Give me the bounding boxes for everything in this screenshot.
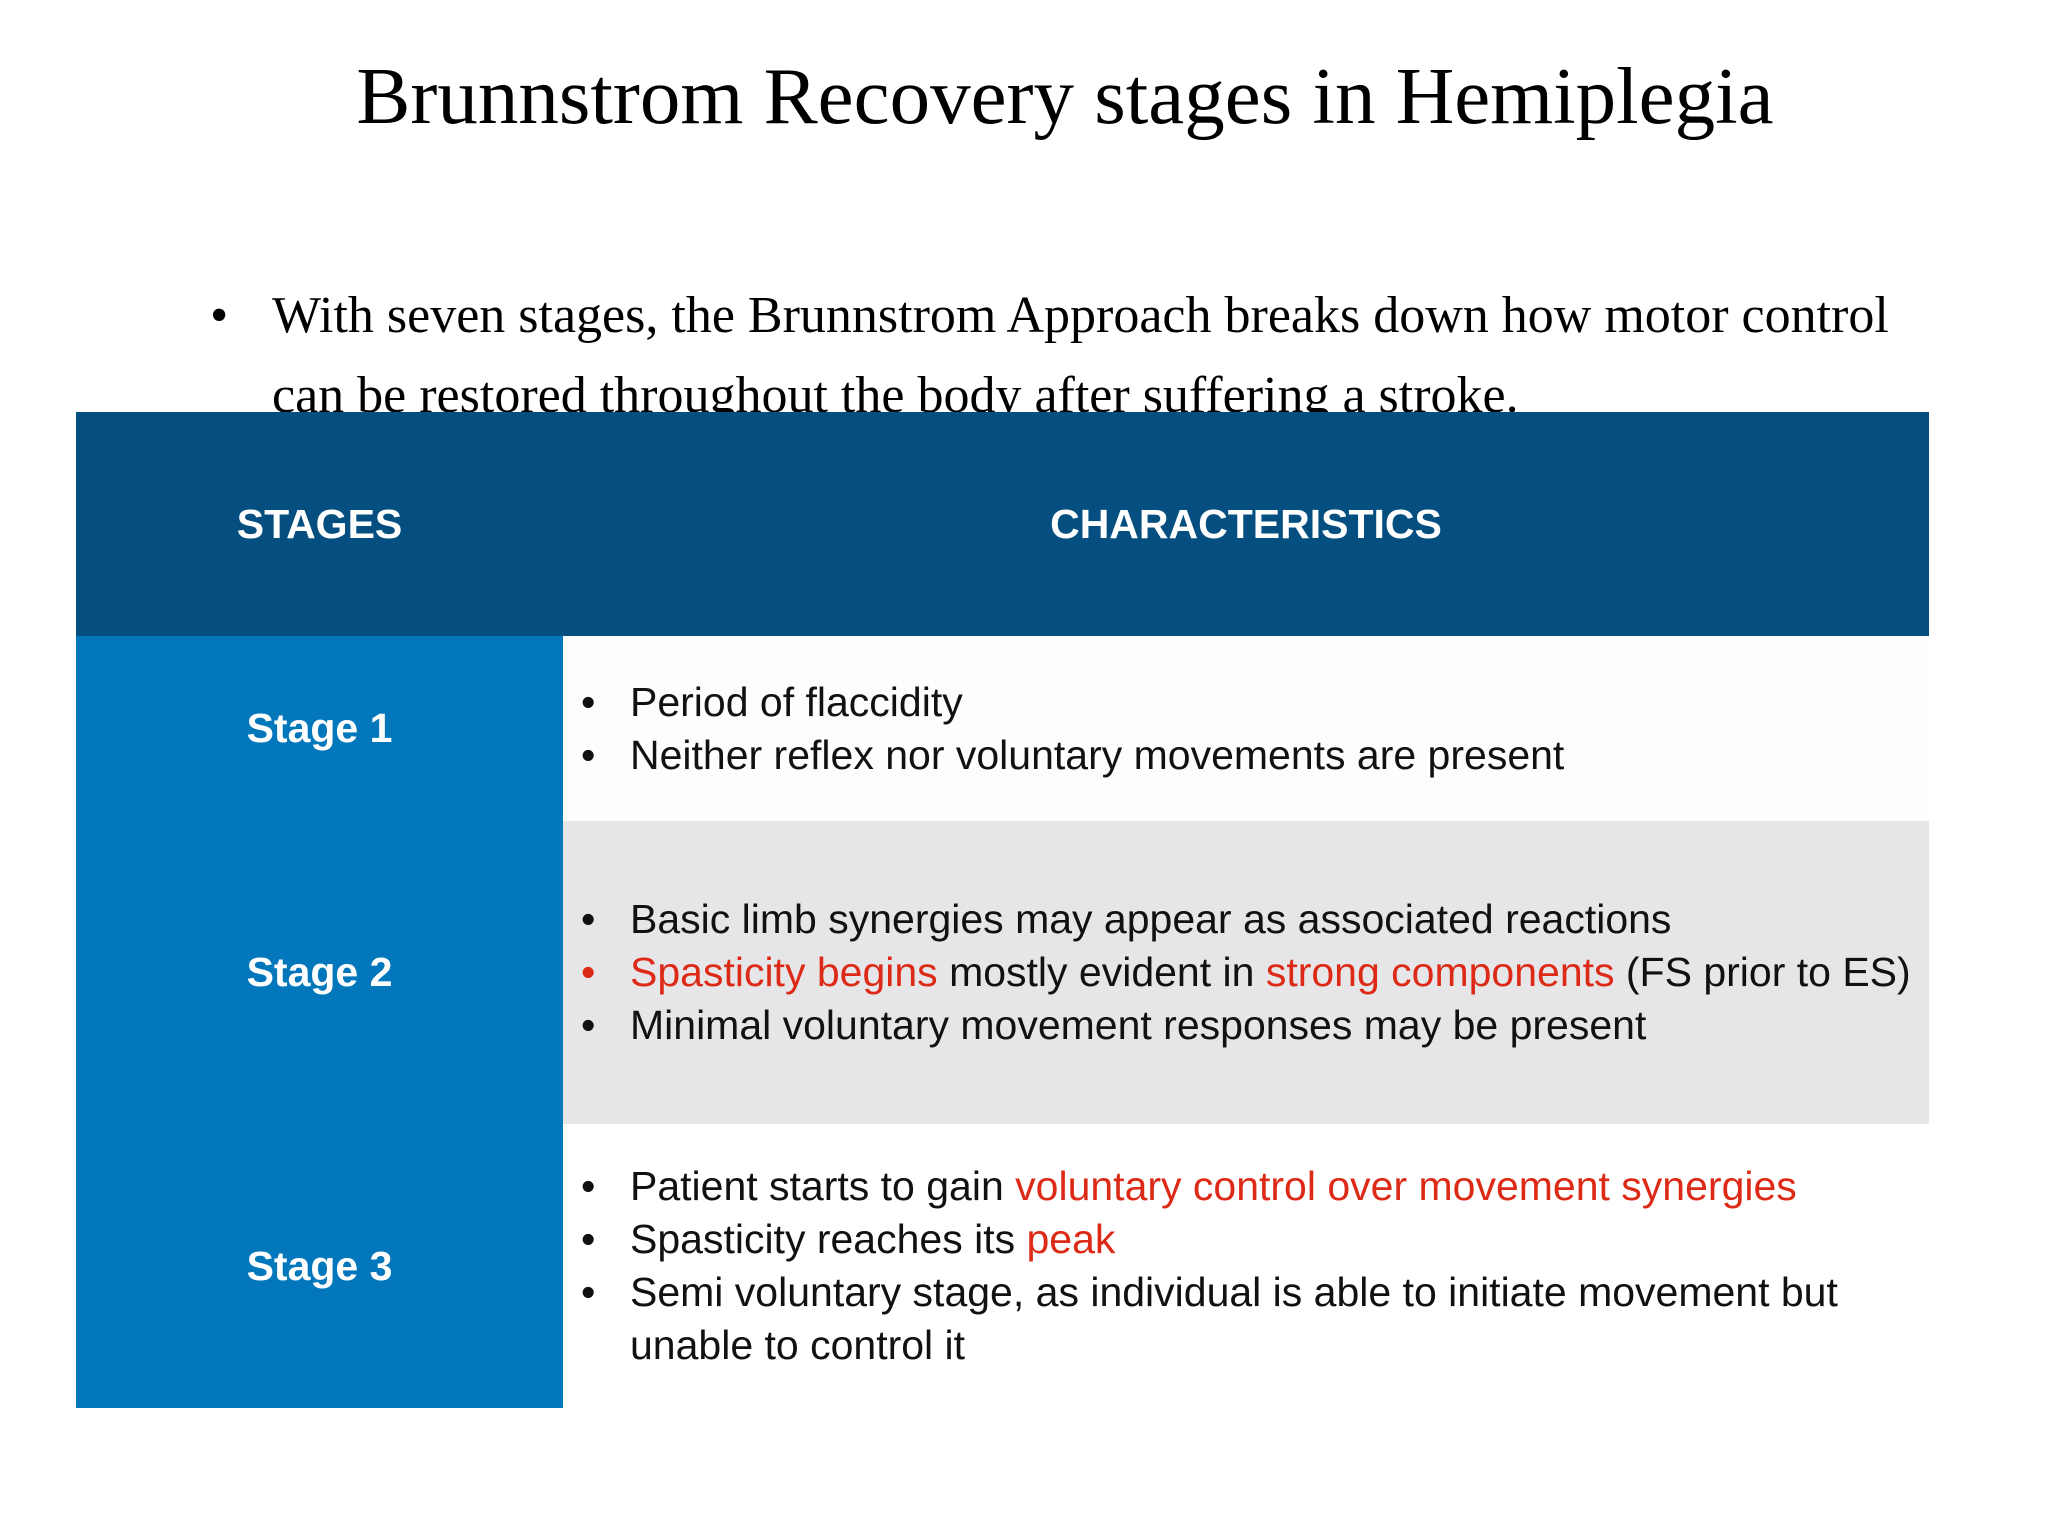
bullet: • [581, 1269, 596, 1315]
item-text: Minimal voluntary movement responses may… [630, 1002, 1647, 1048]
item-text: Period of flaccidity [630, 678, 963, 725]
bullet: • [581, 731, 596, 778]
bullet: • [581, 678, 596, 725]
header-stages: STAGES [236, 501, 403, 547]
bullet: • [581, 1216, 596, 1262]
bullet: • [581, 1163, 596, 1209]
highlight-text: strong components [1265, 949, 1615, 995]
item-text: Neither reflex nor voluntary movements a… [630, 731, 1565, 778]
item-text: Patient starts to gain [630, 1163, 1016, 1209]
intro-bullet: • [210, 287, 229, 344]
item-text: Semi voluntary stage, as individual is a… [630, 1269, 1838, 1368]
bullet: • [581, 896, 596, 942]
list-item: • Period of flaccidity [573, 676, 1929, 729]
item-text: Spasticity reaches its [630, 1216, 1027, 1262]
intro-paragraph: • With seven stages, the Brunnstrom Appr… [210, 276, 1930, 426]
stage-3-characteristics: • Patient starts to gain voluntary contr… [563, 1124, 1929, 1408]
item-text: (FS prior to ES) [1614, 949, 1911, 995]
list-item: • Basic limb synergies may appear as ass… [573, 893, 1929, 946]
bullet: • [581, 949, 596, 995]
stage-1-label: Stage 1 [76, 636, 563, 821]
intro-text: With seven stages, the Brunnstrom Approa… [272, 287, 1889, 424]
stage-1-characteristics: • Period of flaccidity • Neither reflex … [563, 636, 1929, 821]
list-item: • Semi voluntary stage, as individual is… [573, 1266, 1929, 1372]
highlight-text: voluntary control over movement synergie… [1015, 1163, 1797, 1209]
list-item: • Spasticity reaches its peak [573, 1213, 1929, 1266]
highlight-text: peak [1026, 1216, 1116, 1262]
bullet: • [581, 1002, 596, 1048]
list-item: • Patient starts to gain voluntary contr… [573, 1160, 1929, 1213]
stage-2-characteristics: • Basic limb synergies may appear as ass… [563, 821, 1929, 1124]
stage-3-label: Stage 3 [76, 1124, 563, 1408]
stage-2-label: Stage 2 [76, 821, 563, 1124]
list-item: • Spasticity begins mostly evident in st… [573, 946, 1929, 999]
highlight-text: Spasticity begins [630, 949, 938, 995]
stages-table: STAGES CHARACTERISTICS Stage 1 • Period … [76, 412, 1929, 1408]
item-text: mostly evident in [937, 949, 1266, 995]
slide-title: Brunnstrom Recovery stages in Hemiplegia [356, 51, 1774, 141]
item-text: Basic limb synergies may appear as assoc… [630, 896, 1672, 942]
list-item: • Minimal voluntary movement responses m… [573, 999, 1929, 1052]
header-characteristics: CHARACTERISTICS [1050, 501, 1442, 547]
table-header: STAGES CHARACTERISTICS [76, 412, 1929, 636]
list-item: • Neither reflex nor voluntary movements… [573, 729, 1929, 782]
